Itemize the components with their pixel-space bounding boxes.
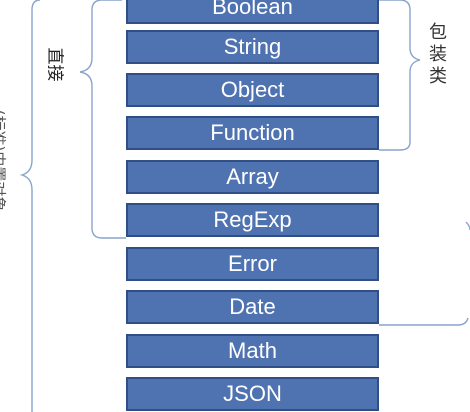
box-object: Object	[126, 73, 379, 107]
right-edge-bracket	[465, 221, 470, 231]
box-json: JSON	[126, 377, 379, 411]
box-array: Array	[126, 160, 379, 194]
builtin-label: (标准)内置对象	[0, 109, 8, 212]
box-function: Function	[126, 116, 379, 150]
box-regexp: RegExp	[126, 203, 379, 237]
box-string: String	[126, 30, 379, 64]
box-math: Math	[126, 334, 379, 368]
date-connector	[379, 317, 469, 326]
builtin-brace	[19, 0, 41, 412]
constructor-brace	[79, 0, 126, 239]
wrapper-label: 包 装 类	[429, 22, 447, 87]
box-error: Error	[126, 247, 379, 281]
constructor-label: 直接	[44, 47, 65, 82]
box-boolean: Boolean	[126, 0, 379, 24]
wrapper-brace	[379, 0, 421, 151]
box-date: Date	[126, 290, 379, 324]
